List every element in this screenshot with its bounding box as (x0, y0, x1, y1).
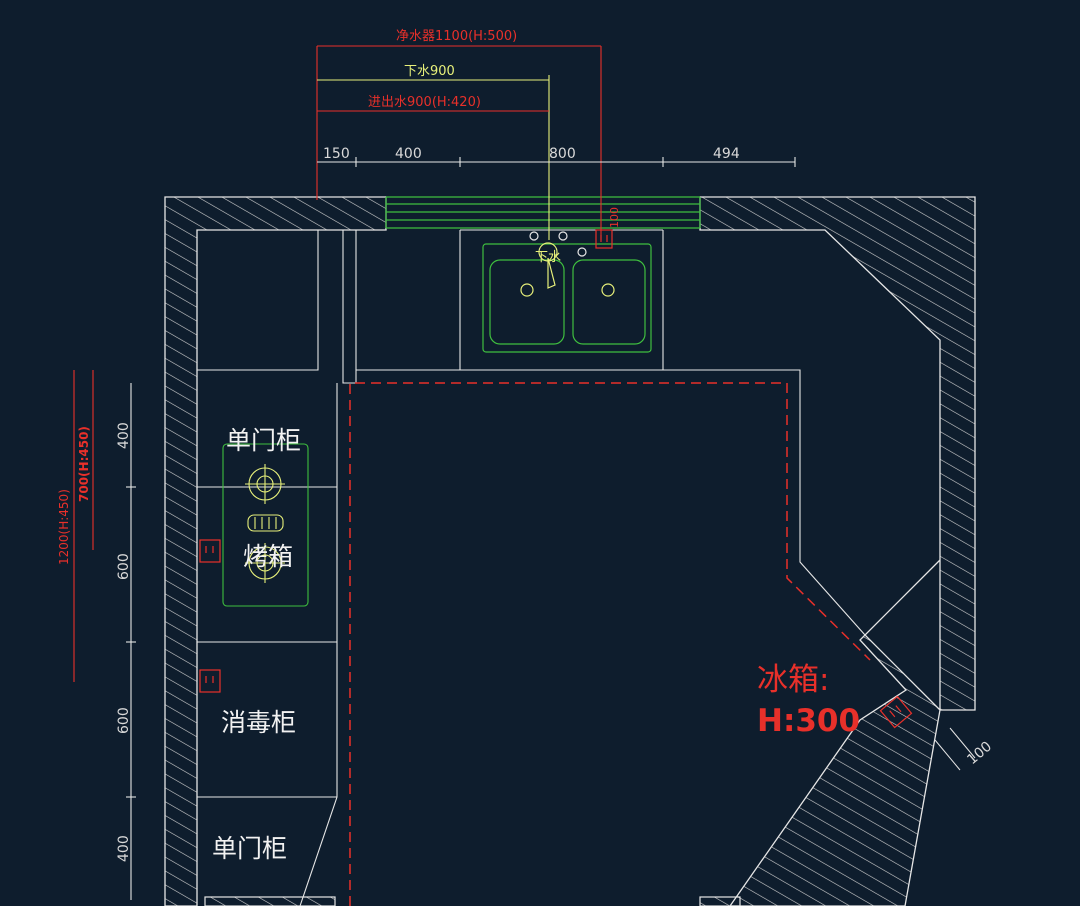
countertop-dashed-edge (349, 382, 871, 906)
top-segment-150: 150 (323, 146, 350, 162)
sterilizer-label: 消毒柜 (221, 708, 296, 737)
oven-label: 烤箱 (243, 542, 293, 571)
left-red-inner-dimension: 700(H:450) (77, 426, 91, 502)
sink-drain-label: 下水 (535, 250, 561, 265)
top-dimension-lines (316, 45, 796, 240)
socket-oven (199, 539, 221, 563)
fridge-socket-dimension (934, 727, 976, 771)
double-sink (482, 231, 652, 353)
left-segment-2: 600 (116, 553, 132, 580)
gas-stove (222, 443, 309, 607)
top-segment-400: 400 (395, 146, 422, 162)
socket-fridge (879, 695, 913, 729)
wall-top-right (699, 196, 976, 906)
window (385, 196, 701, 229)
socket-sink (595, 229, 613, 249)
fridge-label: 冰箱: (757, 662, 829, 698)
left-segment-4: 400 (116, 835, 132, 862)
left-segment-1: 400 (116, 422, 132, 449)
cabinet-single-top-label: 单门柜 (226, 426, 301, 455)
wall-bottom-stubs (204, 896, 741, 906)
top-segment-494: 494 (713, 146, 740, 162)
left-dimension-lines (73, 370, 136, 900)
left-segment-3: 600 (116, 707, 132, 734)
socket-sterilizer (199, 669, 221, 693)
top-segment-800: 800 (549, 146, 576, 162)
water-inout-dimension: 进出水900(H:420) (368, 95, 481, 110)
left-red-outer-dimension: 1200(H:450) (57, 489, 71, 565)
socket-offset-top-label: 100 (608, 207, 621, 228)
fridge-height-label: H:300 (757, 703, 860, 739)
cabinet-single-bottom-label: 单门柜 (212, 834, 287, 863)
counters (197, 229, 866, 906)
socket-offset-right-label: 100 (964, 739, 995, 768)
drain-dimension: 下水900 (404, 64, 455, 79)
water-purifier-dimension: 净水器1100(H:500) (396, 29, 517, 44)
